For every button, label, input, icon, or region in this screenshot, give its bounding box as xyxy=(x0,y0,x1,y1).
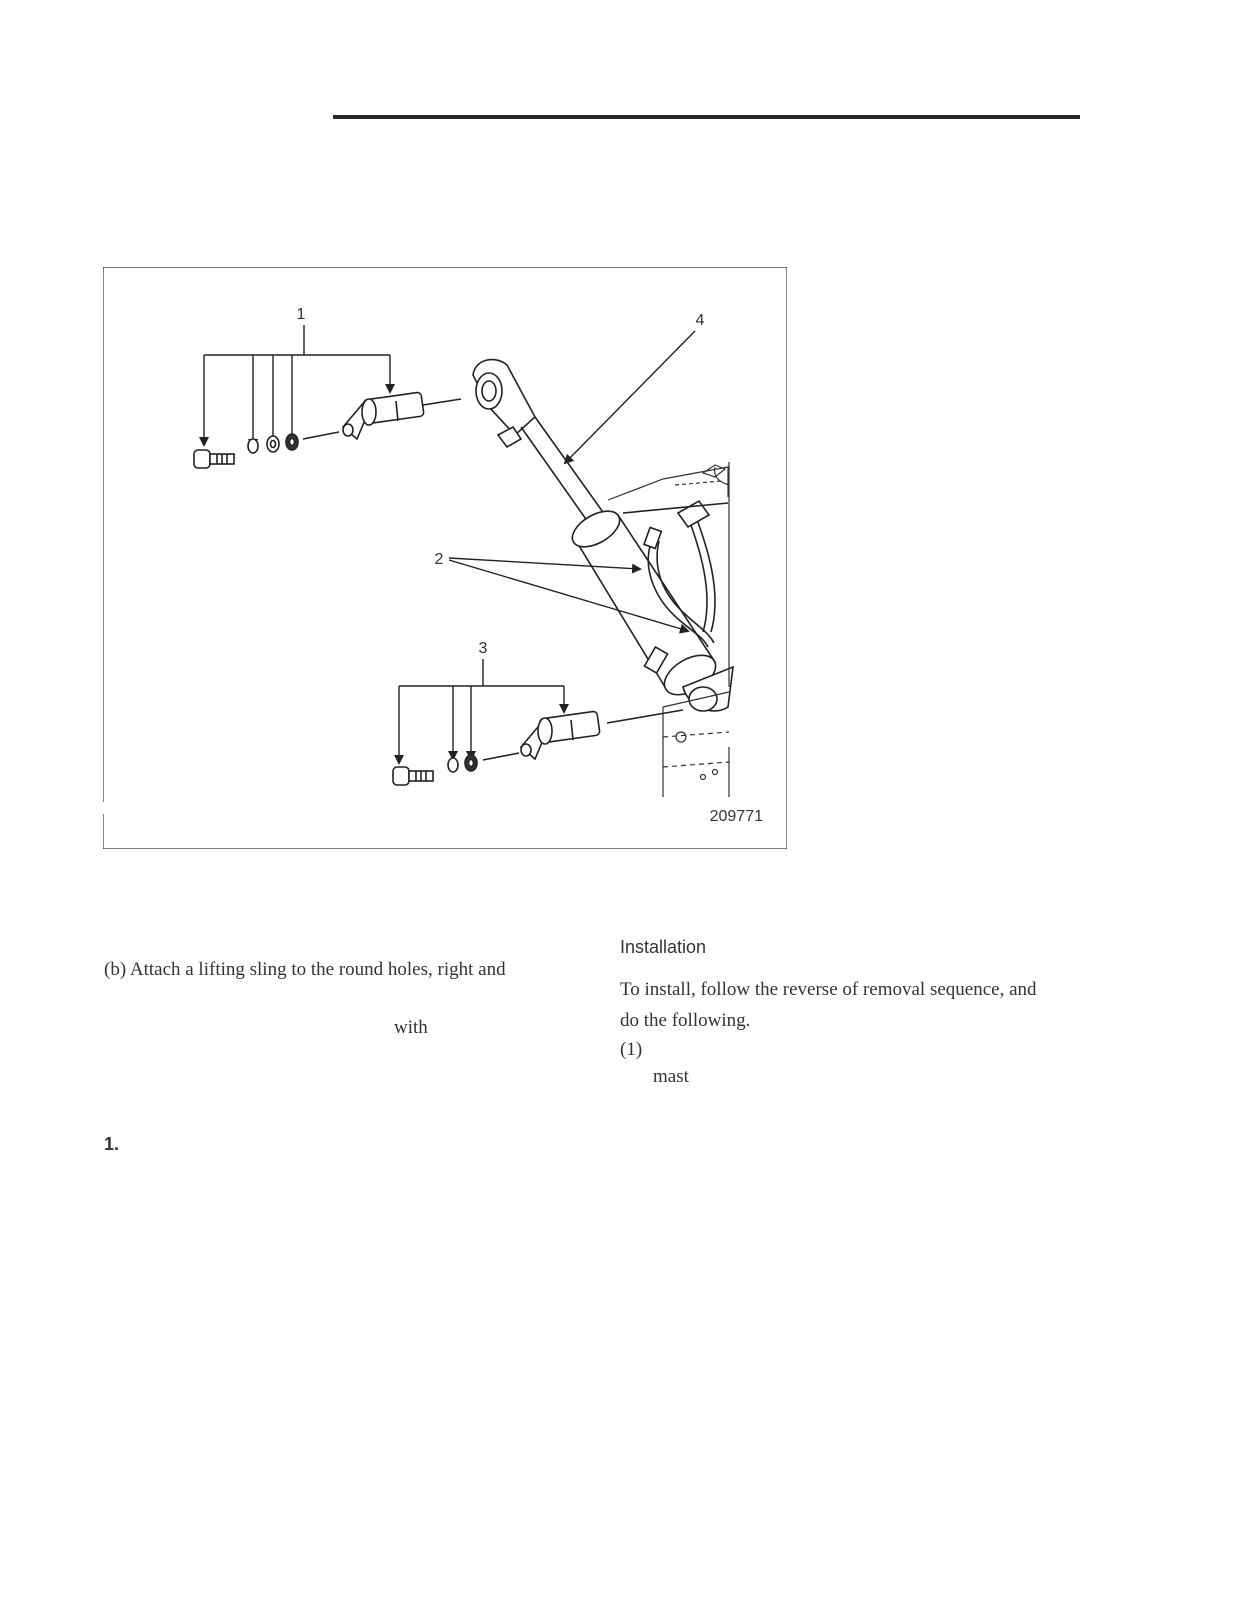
valve-block xyxy=(676,499,711,529)
section-number: 1. xyxy=(104,1134,120,1154)
fragment-with: with xyxy=(394,1017,428,1038)
upper-bolt-head xyxy=(193,449,211,469)
callout-1-leaders xyxy=(199,325,395,449)
hose-b xyxy=(687,516,708,633)
truck-frame-structure xyxy=(607,462,730,797)
callout-4: 4 xyxy=(696,312,705,329)
lower-fasteners xyxy=(392,709,684,786)
cylinder-mounting-illustration: 1 xyxy=(103,267,787,849)
hydraulic-hoses xyxy=(622,499,729,675)
callout-2-leaders xyxy=(448,557,690,634)
tilt-cylinder xyxy=(472,358,734,712)
upper-fasteners xyxy=(193,391,462,469)
callout-2: 2 xyxy=(435,551,444,568)
callout-3-leaders xyxy=(394,659,569,765)
exploded-view-figure: 1 xyxy=(103,267,787,849)
lower-lock-washer xyxy=(447,757,459,773)
rod-clamp xyxy=(496,425,523,449)
hose-fitting-upper xyxy=(642,526,663,550)
installation-intro-line-1: To install, follow the reverse of remova… xyxy=(620,979,1037,1000)
piston-rod-edge-a xyxy=(520,426,589,523)
fragment-mast: mast xyxy=(653,1066,689,1087)
piston-rod-edge-b xyxy=(534,416,606,516)
installation-heading: Installation xyxy=(620,937,707,957)
step-b-text: (b) Attach a lifting sling to the round … xyxy=(104,959,506,980)
barrel-top-ring xyxy=(571,510,621,548)
lower-bolt-head xyxy=(392,766,410,786)
upper-lock-washer xyxy=(247,438,259,454)
installation-step-1-label: (1) xyxy=(620,1039,643,1060)
base-eye-bore xyxy=(688,686,718,712)
header-rule xyxy=(333,115,1080,119)
figure-id: 209771 xyxy=(710,808,763,825)
callout-3: 3 xyxy=(479,640,488,657)
hose-fitting-lower xyxy=(643,645,669,675)
callout-4-leader xyxy=(563,330,696,465)
hose-a xyxy=(647,542,709,648)
callout-1: 1 xyxy=(297,306,306,323)
installation-intro-line-2: do the following. xyxy=(620,1010,751,1031)
